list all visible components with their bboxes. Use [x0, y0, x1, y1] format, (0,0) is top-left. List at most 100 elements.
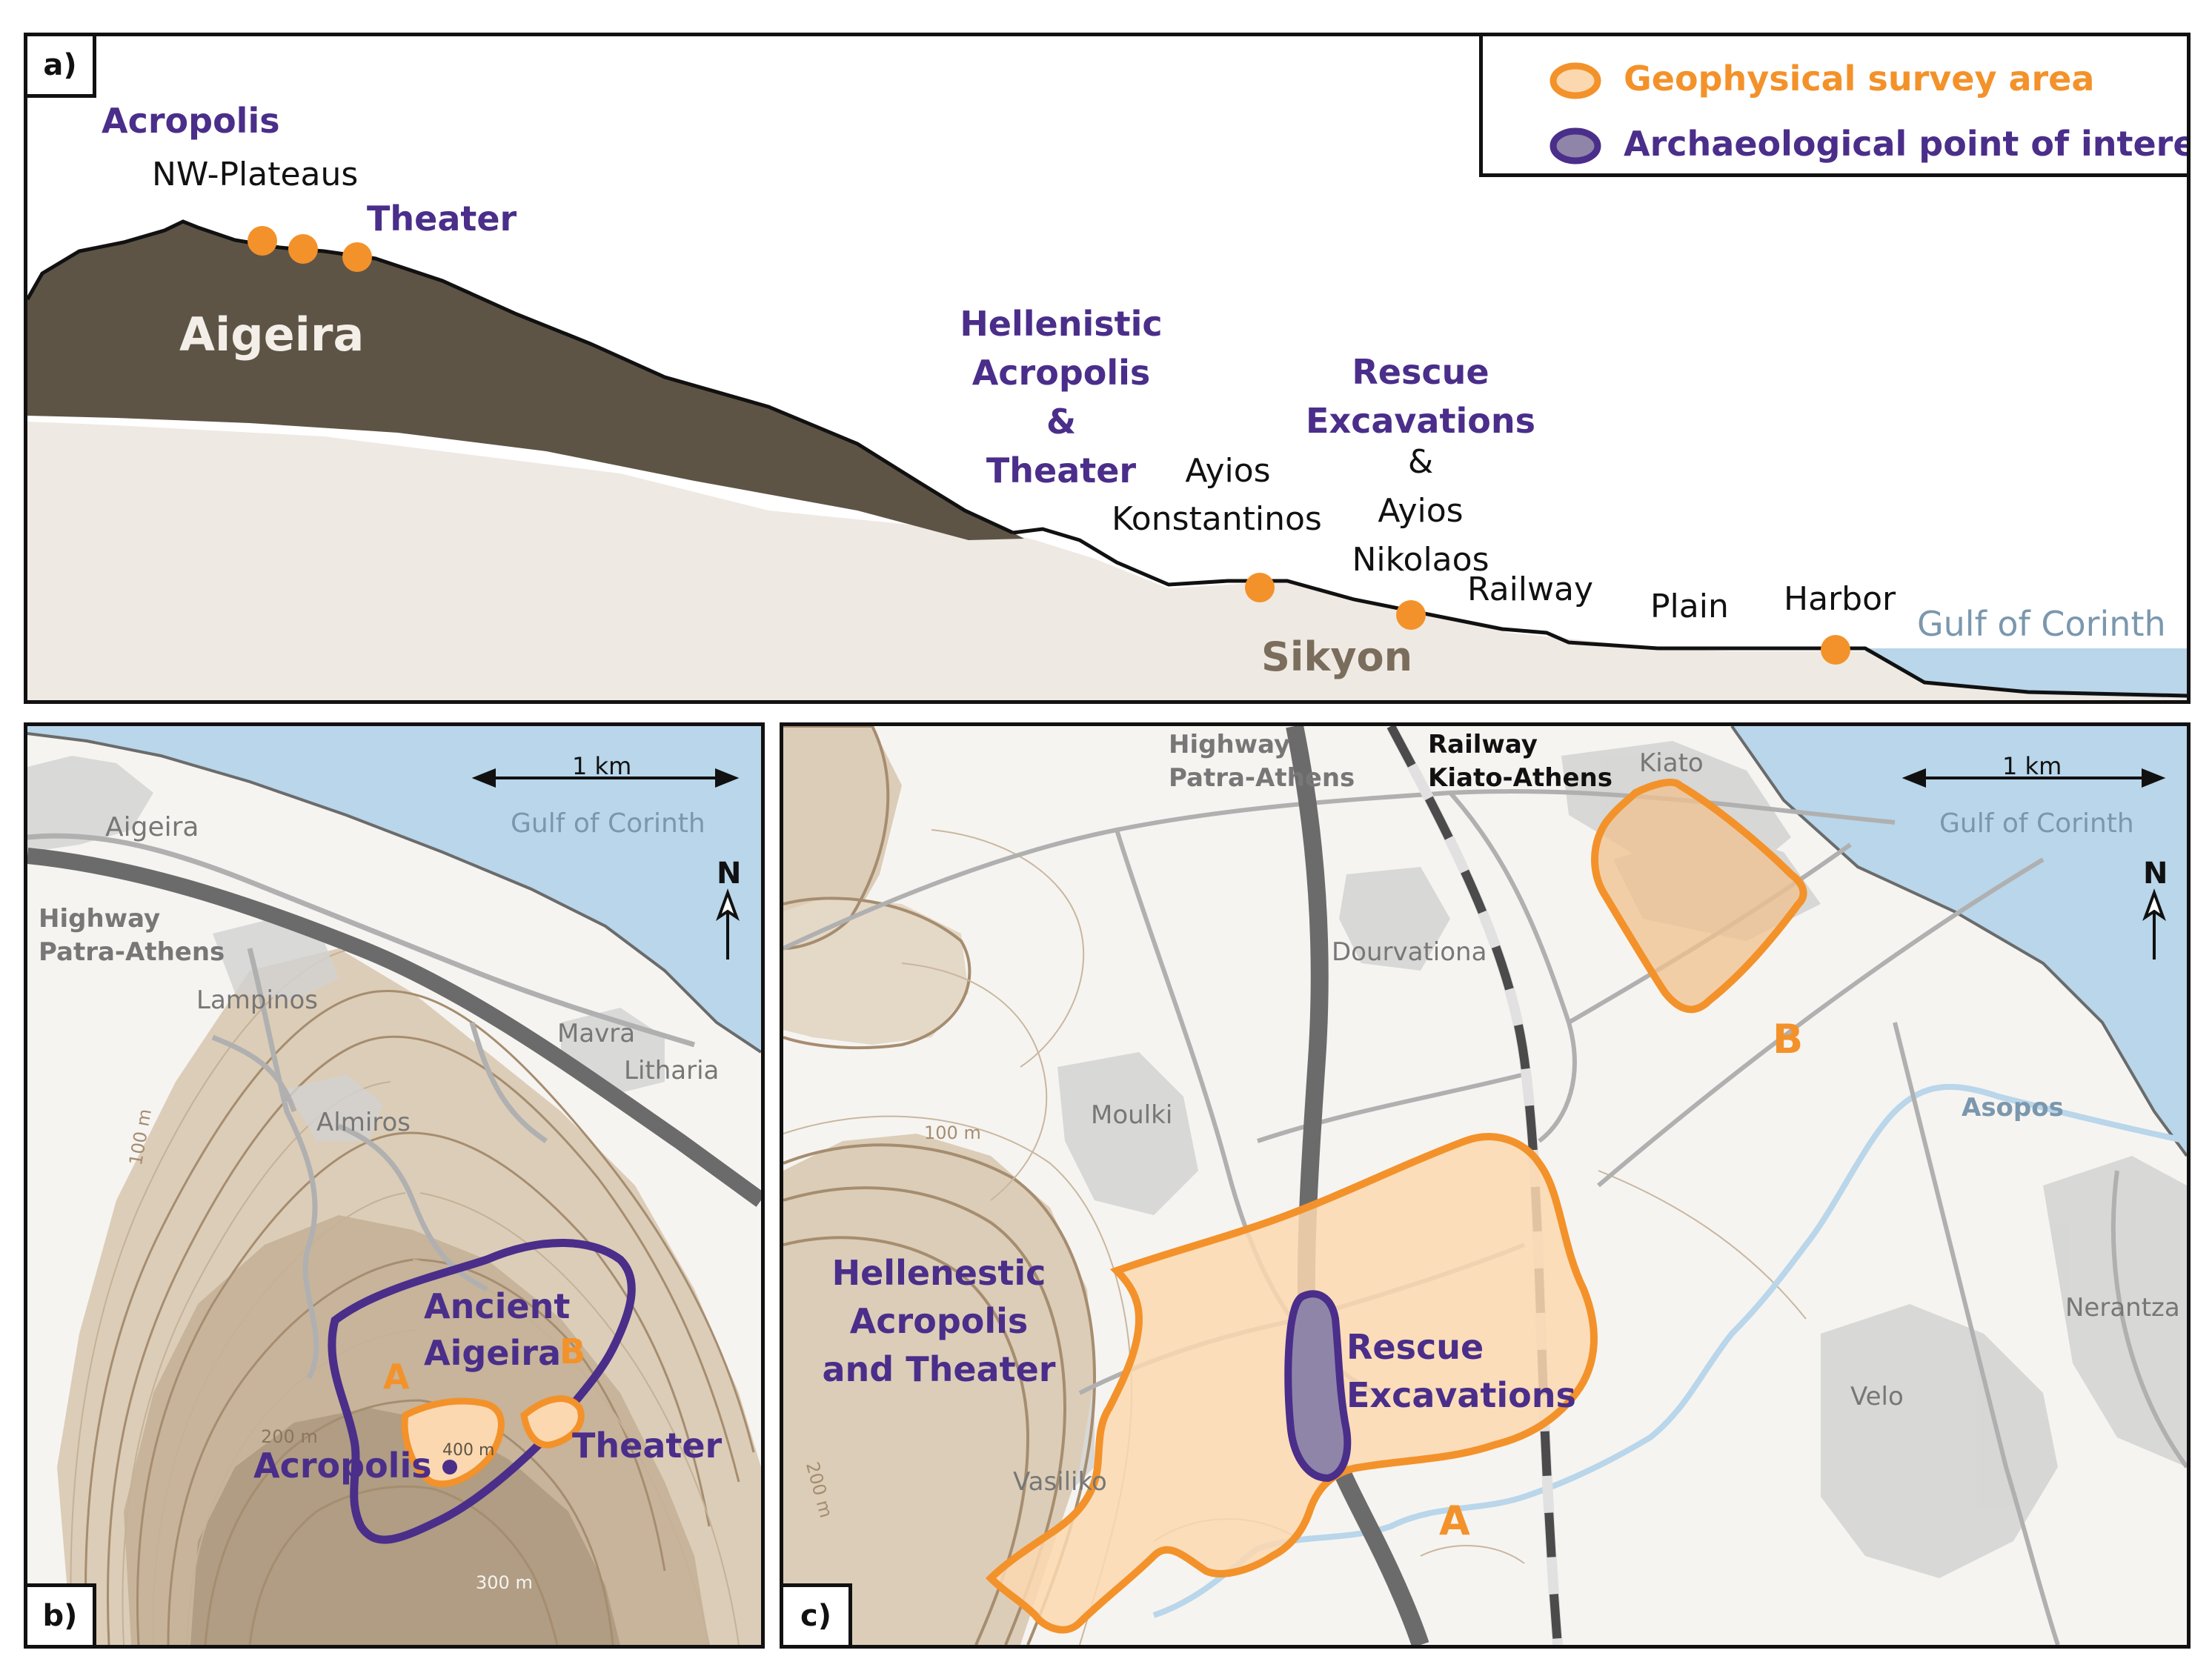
legend: Geophysical survey area Archaeological p… [1479, 36, 2187, 177]
survey-area-swatch [1550, 62, 1601, 99]
label-theater: Theater [367, 199, 517, 239]
acropolis-point [442, 1460, 457, 1474]
label-nerantza: Nerantza [2065, 1293, 2180, 1323]
settlement-almiros [287, 1074, 383, 1141]
label-survey-a-b: A [383, 1357, 410, 1397]
legend-poi-label: Archaeological point of interest [1624, 124, 2191, 164]
north-arrow [716, 888, 740, 960]
cross-section-drawing [27, 219, 2187, 700]
label-kiato: Kiato [1639, 748, 1704, 778]
panel-c-sikyon-map: c) 1 km Gulf of Corinth N Highway Patra-… [780, 722, 2191, 1649]
legend-survey-label: Geophysical survey area [1624, 59, 2095, 99]
label-plain: Plain [1650, 588, 1729, 625]
contour-label-300: 300 m [476, 1572, 533, 1593]
north-arrow-c [2142, 888, 2166, 960]
label-acropolis: Acropolis [102, 101, 280, 141]
survey-point-theater [342, 242, 372, 272]
label-highway-c-1: Highway [1169, 730, 1291, 759]
label-highway-b-2: Patra-Athens [39, 937, 225, 967]
label-hellenistic-1: Hellenistic [960, 304, 1163, 344]
terrain-left [783, 726, 902, 948]
label-ancient-2: Aigeira [424, 1333, 561, 1373]
scale-bar [471, 768, 740, 788]
label-gulf-of-corinth-c: Gulf of Corinth [1939, 808, 2134, 839]
survey-area-a [401, 1397, 505, 1488]
survey-area-b-c [1591, 778, 1807, 1014]
poi-swatch [1550, 127, 1601, 164]
panel-b-tag: b) [27, 1583, 96, 1645]
sikyon-map-drawing [783, 726, 2187, 1645]
label-moulki: Moulki [1091, 1100, 1173, 1130]
survey-point-nw-plateau-1 [248, 226, 277, 256]
contour-label-200: 200 m [261, 1426, 318, 1447]
label-vasiliko: Vasiliko [1013, 1467, 1107, 1497]
label-rescue-c-1: Rescue [1346, 1327, 1484, 1367]
label-gulf-of-corinth-b: Gulf of Corinth [511, 808, 705, 839]
label-highway-b-1: Highway [39, 904, 161, 934]
contour-label-100-c: 100 m [924, 1123, 981, 1143]
coastline [27, 732, 761, 1054]
label-railway-c-2: Kiato-Athens [1428, 763, 1612, 793]
scale-label: 1 km [572, 752, 632, 780]
label-nw-plateaus: NW-Plateaus [152, 156, 359, 193]
rescue-excavations-area [1284, 1290, 1352, 1483]
label-mavra: Mavra [557, 1019, 636, 1048]
label-almiros: Almiros [316, 1108, 411, 1137]
local-roads [27, 833, 696, 1380]
label-theater-b: Theater [572, 1426, 723, 1466]
label-ancient-1: Ancient [424, 1286, 571, 1326]
survey-point-rescue-excavations [1396, 600, 1426, 630]
label-lampinos: Lampinos [196, 985, 318, 1015]
highway-patra-athens [27, 848, 761, 1207]
label-ayios-1: Ayios [1185, 452, 1271, 490]
label-sikyon: Sikyon [1261, 634, 1413, 680]
aigeira-map-drawing [27, 726, 761, 1645]
label-railway-c-1: Railway [1428, 730, 1538, 759]
north-label-c: N [2143, 857, 2168, 891]
asopos-river [1152, 1083, 2187, 1618]
label-nikolaos: Nikolaos [1352, 541, 1489, 579]
label-hellenistic-4: Theater [986, 450, 1137, 491]
label-gulf-of-corinth: Gulf of Corinth [1917, 604, 2166, 644]
label-highway-c-2: Patra-Athens [1169, 763, 1355, 793]
label-survey-b-b: B [559, 1331, 586, 1371]
label-harbor: Harbor [1784, 580, 1896, 618]
label-ayios-n-amp: & [1407, 443, 1434, 481]
contour-label-400: 400 m [442, 1441, 495, 1460]
label-hellenestic-3: and Theater [822, 1349, 1056, 1389]
terrain-hellenistic [783, 1134, 1095, 1645]
label-hellenistic-2: Acropolis [972, 353, 1151, 393]
label-velo: Velo [1850, 1382, 1904, 1411]
north-label-b: N [717, 857, 742, 891]
label-rescue-1: Rescue [1352, 352, 1489, 392]
label-rescue-2: Excavations [1306, 401, 1535, 441]
panel-c-tag: c) [783, 1583, 852, 1645]
settlement-lampinos [213, 919, 339, 1000]
panel-a-tag: a) [27, 36, 96, 98]
panel-b-aigeira-map: b) 1 km Gulf of Corinth N Aigeira Highwa… [24, 722, 765, 1649]
label-asopos: Asopos [1962, 1093, 2064, 1123]
contour-lines [84, 990, 755, 1645]
aigeira-rock [27, 222, 1024, 540]
survey-area-b [520, 1395, 585, 1449]
settlement-aigeira [27, 756, 153, 852]
survey-point-nw-plateau-2 [288, 234, 318, 264]
label-hellenestic-2: Acropolis [849, 1301, 1029, 1341]
sikyon-ground [27, 422, 2187, 700]
label-hellenistic-3: & [1046, 402, 1077, 442]
scale-bar-c [1902, 768, 2166, 788]
label-hellenestic-1: Hellenestic [831, 1253, 1046, 1293]
sea [27, 726, 761, 1052]
survey-point-harbor [1821, 635, 1850, 665]
survey-point-ayios-konstantinos [1245, 573, 1275, 602]
label-rescue-c-2: Excavations [1346, 1375, 1576, 1415]
label-aigeira-town: Aigeira [105, 812, 199, 842]
scale-label-c: 1 km [2002, 752, 2062, 780]
label-litharia: Litharia [624, 1056, 720, 1085]
label-survey-a-c: A [1439, 1497, 1470, 1544]
label-ayios-n-1: Ayios [1378, 492, 1464, 530]
label-railway: Railway [1467, 571, 1594, 608]
label-aigeira: Aigeira [179, 307, 365, 362]
label-konstantinos: Konstantinos [1112, 500, 1322, 538]
label-dourvationa: Dourvationa [1332, 937, 1487, 967]
